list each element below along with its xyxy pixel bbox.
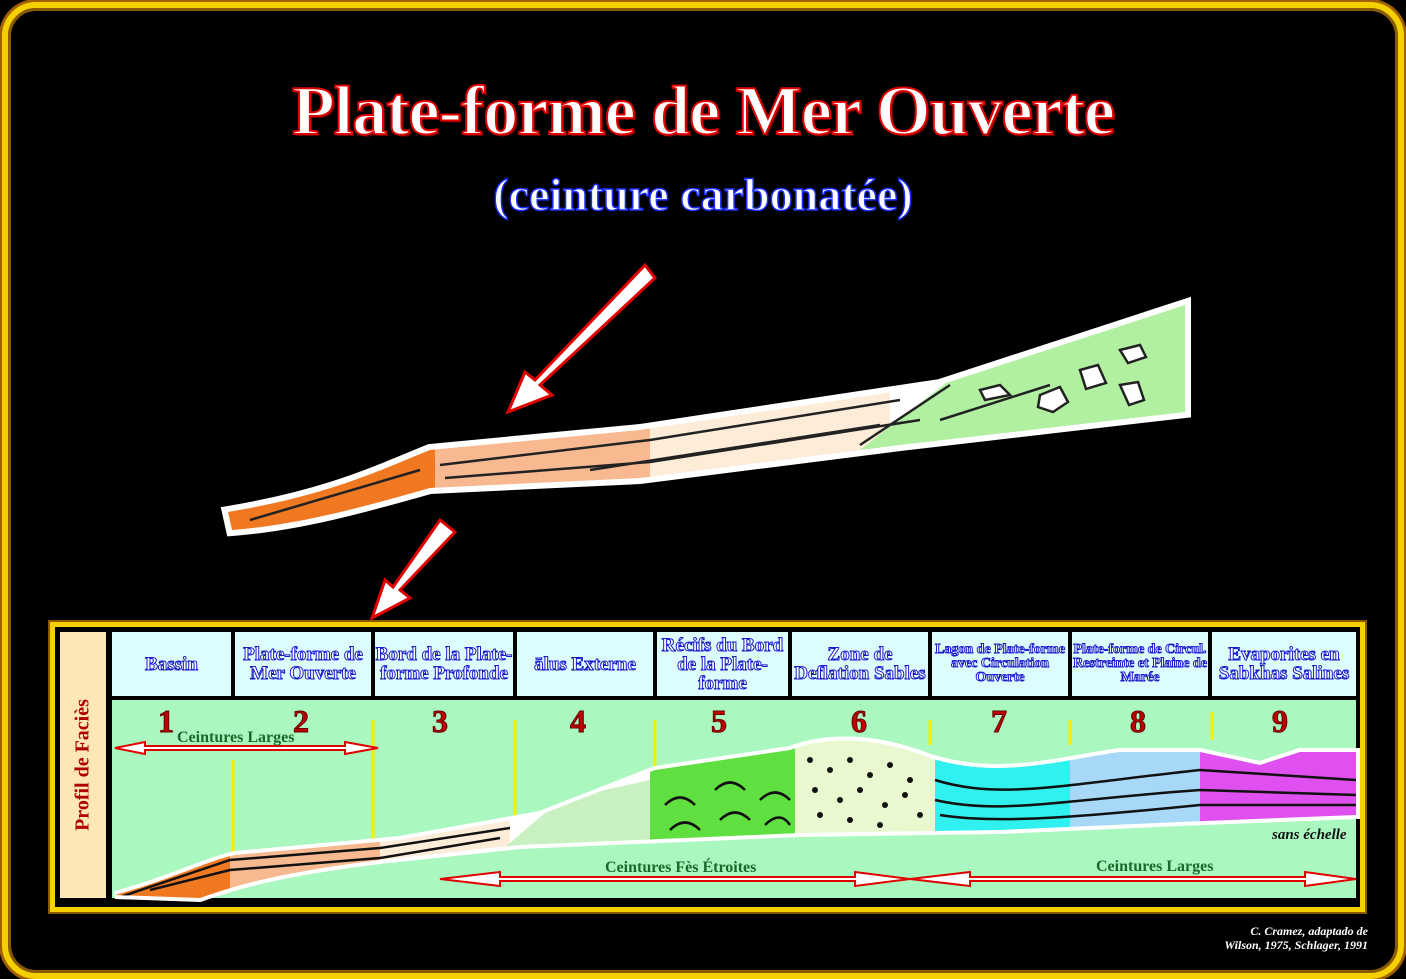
column-number-7: 7 <box>991 703 1008 740</box>
column-header-1: Bassin <box>112 632 231 696</box>
column-header-2: Plate-forme de Mer Ouverte <box>235 632 371 696</box>
column-header-5: Récifs du Bord de la Plate-forme <box>657 632 788 696</box>
belt-label-left: Ceintures Larges <box>177 729 295 746</box>
column-header-7: Lagon de Plate-forme avec Circulation Ou… <box>932 632 1068 696</box>
credit-line-1: C. Cramez, adaptado de <box>1250 924 1368 938</box>
column-header-3: Bord de la Plate-forme Profonde <box>375 632 513 696</box>
column-number-5: 5 <box>711 703 728 740</box>
belt-label-middle: Ceintures Fès Étroites <box>605 859 757 876</box>
column-header-8: Plate-forme de Circul. Restreinte et Pla… <box>1072 632 1208 696</box>
page-title: Plate-forme de Mer Ouverte <box>291 72 1116 151</box>
column-number-4: 4 <box>570 703 587 740</box>
column-header-9: Evaporites en Sabkhas Salines <box>1212 632 1356 696</box>
column-number-8: 8 <box>1130 703 1147 740</box>
scale-note: sans échelle <box>1272 827 1347 843</box>
profile-label: Profil de Faciès <box>60 632 106 898</box>
column-number-1: 1 <box>158 703 175 740</box>
credit-line-2: Wilson, 1975, Schlager, 1991 <box>1224 938 1368 952</box>
column-header-6: Zone de Deflation Sables <box>792 632 928 696</box>
column-header-4: ālus Externe <box>517 632 653 696</box>
column-number-6: 6 <box>851 703 868 740</box>
column-number-3: 3 <box>432 703 449 740</box>
column-number-2: 2 <box>293 703 310 740</box>
page-subtitle: (ceinture carbonatée) <box>493 168 914 221</box>
belt-label-right: Ceintures Larges <box>1096 858 1214 875</box>
column-number-9: 9 <box>1272 703 1289 740</box>
